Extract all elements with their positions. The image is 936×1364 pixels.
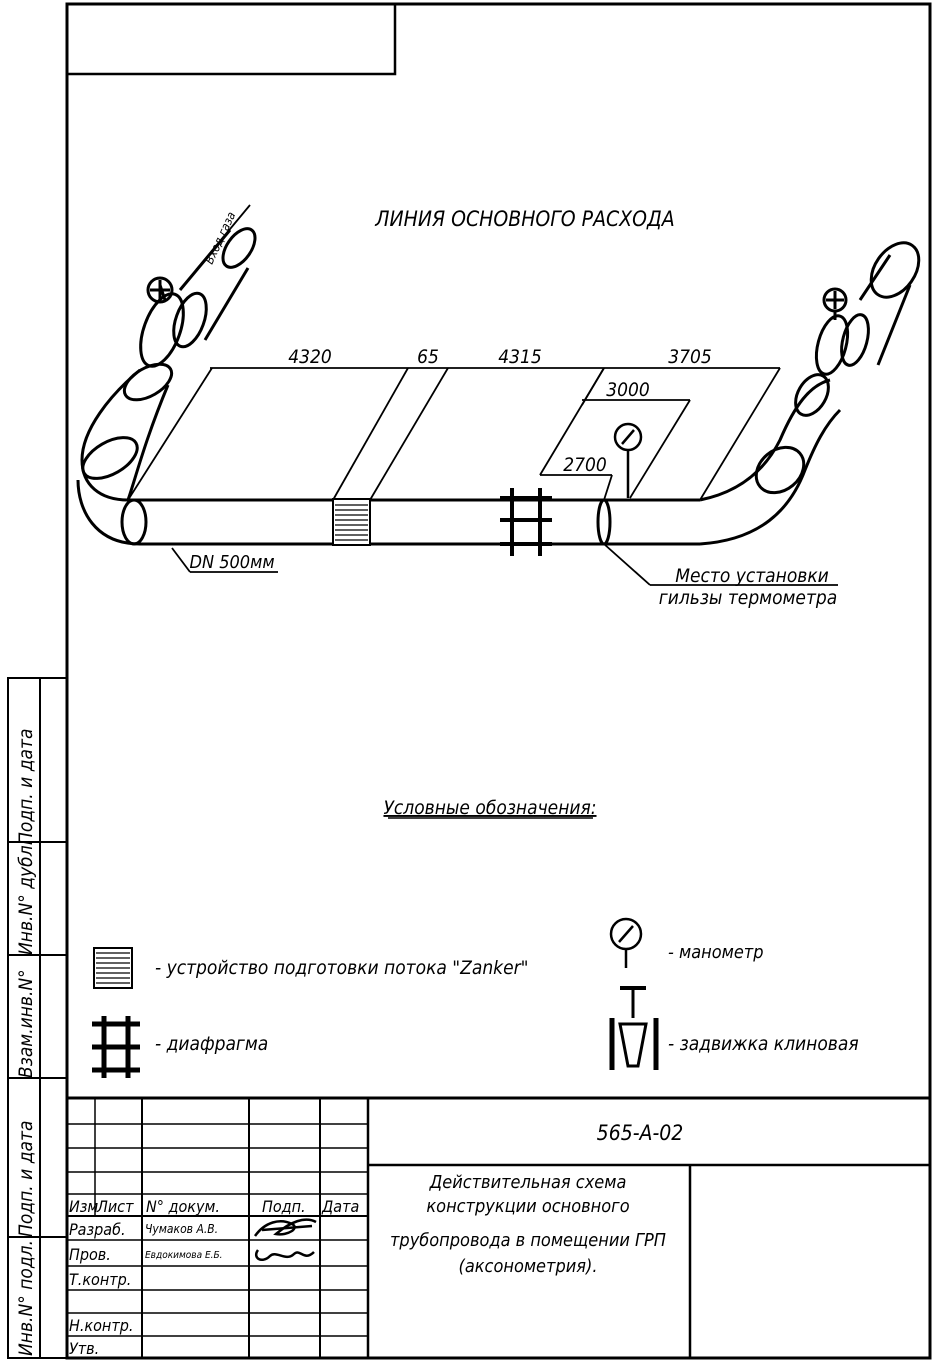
legend-manometer-label: - манометр <box>668 942 764 963</box>
header-list: Лист <box>96 1197 134 1216</box>
manometer-device <box>613 422 643 498</box>
sidebar-vzam-inv: Взам.инв.N° <box>15 969 37 1078</box>
doc-description: Действительная схема конструкции основно… <box>390 1172 666 1277</box>
header-podp: Подп. <box>262 1197 306 1216</box>
sidebar-inv-podl: Инв.N° подл. <box>15 1240 37 1356</box>
legend-zanker-label: - устройство подготовки потока "Zanker" <box>155 957 528 979</box>
doc-description-line: конструкции основного <box>426 1196 629 1217</box>
header-doc: N° докум. <box>146 1197 220 1216</box>
signature-razrab <box>253 1218 317 1237</box>
dim-2700: 2700 <box>563 454 607 476</box>
sidebar-stamp <box>7 677 67 1359</box>
sidebar-podp-data-1: Подп. и дата <box>15 729 37 845</box>
doc-code: 565-А-02 <box>597 1121 684 1145</box>
legend-manometer-icon <box>609 917 643 968</box>
pipe-label: DN 500мм <box>189 552 274 573</box>
row-role: Т.контр. <box>69 1270 131 1289</box>
dimension-lines <box>127 204 838 586</box>
doc-description-line: трубопровода в помещении ГРП <box>390 1230 666 1251</box>
thermo-label-line1: Место установки <box>675 565 829 587</box>
sheet-frame <box>65 2 932 1360</box>
row-role: Н.контр. <box>69 1316 133 1335</box>
diaphragm-device <box>500 488 552 556</box>
row-name: Евдокимова Е.Б. <box>145 1250 223 1261</box>
doc-description-line: (аксонометрия). <box>459 1256 598 1277</box>
legend-zanker-icon <box>93 947 133 989</box>
dim-4315: 4315 <box>498 346 542 368</box>
thermo-label-line2: гильзы термометра <box>659 587 838 609</box>
sidebar-podp-data-2: Подп. и дата <box>15 1121 37 1237</box>
signature-prov <box>254 1249 315 1261</box>
row-role: Разраб. <box>69 1220 126 1239</box>
diagram-title: ЛИНИЯ ОСНОВНОГО РАСХОДА <box>374 207 674 231</box>
sidebar-inv-dubl: Инв.N° дубл. <box>15 840 37 955</box>
dim-4320: 4320 <box>288 346 332 368</box>
header-izm: Изм <box>69 1197 98 1216</box>
legend-diaphragm-icon <box>92 1016 140 1078</box>
title-block-grid <box>67 1096 930 1358</box>
legend-valve-label: - задвижка клиновая <box>668 1033 859 1055</box>
legend-diaphragm-label: - диафрагма <box>155 1033 268 1055</box>
row-role: Пров. <box>69 1245 111 1264</box>
pipeline <box>76 227 921 546</box>
dim-3000: 3000 <box>606 379 650 401</box>
header-data: Дата <box>321 1197 359 1216</box>
row-role: Утв. <box>69 1339 99 1358</box>
legend-valve-icon <box>609 986 659 1070</box>
dim-65: 65 <box>417 346 439 368</box>
doc-description-line: Действительная схема <box>429 1172 627 1193</box>
row-name: Чумаков А.В. <box>145 1222 218 1236</box>
zanker-device <box>332 498 371 546</box>
dim-3705: 3705 <box>668 346 712 368</box>
legend-title: Условные обозначения: <box>383 797 596 819</box>
